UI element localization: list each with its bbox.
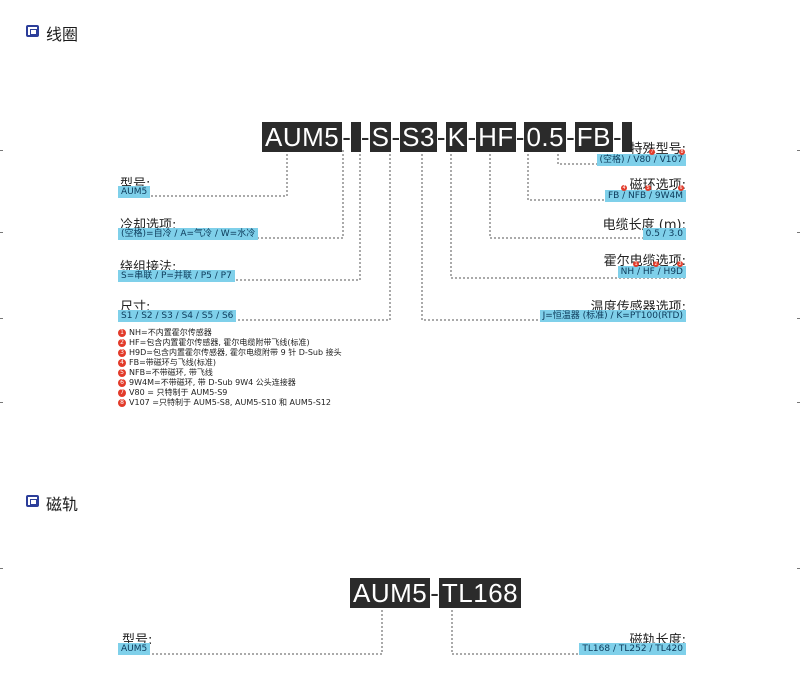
- track-field-value-model: AUM5: [118, 643, 151, 655]
- note-text: V107 =只特制于 AUM5-S8, AUM5-S10 和 AUM5-S12: [129, 398, 332, 407]
- marker-2: 2: [653, 261, 659, 267]
- note-number: 8: [118, 398, 126, 407]
- field-value-size: S1 / S2 / S3 / S4 / S5 / S6: [118, 310, 237, 322]
- code-part-size: S3: [400, 122, 437, 152]
- note-number: 5: [118, 368, 126, 377]
- code-part-model: AUM5: [262, 122, 343, 152]
- note-number: 4: [118, 358, 126, 367]
- note-text: H9D=包含内置霍尔传感器, 霍尔电缆附带 9 针 D-Sub 接头: [129, 348, 342, 357]
- field-value-cooling: (空格)=自冷 / A=气冷 / W=水冷: [118, 228, 259, 240]
- edge-tick: [797, 568, 800, 569]
- note-number: 3: [118, 348, 126, 357]
- coil-icon: [26, 25, 39, 37]
- code-part-hall-cable: HF: [476, 122, 516, 152]
- field-label-hall-cable: 霍尔电缆选项:: [603, 254, 686, 269]
- field-value-temp-sensor: J=恒温器 (标准) / K=PT100(RTD): [539, 310, 686, 322]
- code-separator: -: [360, 122, 370, 152]
- marker-6: 6: [678, 185, 684, 191]
- note-text: 9W4M=不带磁环, 带 D-Sub 9W4 公头连接器: [129, 378, 296, 387]
- coil-section-title: 线圈: [46, 25, 79, 44]
- edge-tick: [797, 402, 800, 403]
- edge-tick: [0, 318, 3, 319]
- code-separator: -: [566, 122, 575, 152]
- edge-tick: [797, 318, 800, 319]
- track-icon: [26, 495, 39, 507]
- code-separator: -: [391, 122, 401, 152]
- edge-tick: [0, 402, 3, 403]
- marker-1: 1: [633, 261, 639, 267]
- note-number: 2: [118, 338, 126, 347]
- note-number: 7: [118, 388, 126, 397]
- code-separator: -: [430, 578, 439, 608]
- note-text: FB=带磁环与飞线(标准): [129, 358, 217, 367]
- field-value-ferrite: FB / NFB / 9W4M: [604, 190, 686, 202]
- track-model-code: AUM5 - TL168: [350, 578, 522, 608]
- code-separator: -: [515, 122, 525, 152]
- code-part-cooling: [350, 122, 361, 152]
- field-value-winding: S=串联 / P=并联 / P5 / P7: [118, 270, 235, 282]
- code-part-winding: S: [369, 122, 392, 152]
- marker-8: 8: [679, 149, 685, 155]
- field-value-hall-cable: NH / HF / H9D: [617, 266, 686, 278]
- code-separator: -: [613, 122, 622, 152]
- field-value-special: (空格) / V80 / V107: [596, 154, 686, 166]
- field-label-ferrite: 磁环选项:: [629, 178, 686, 193]
- edge-tick: [797, 232, 800, 233]
- note-text: V80 = 只特制于 AUM5-S9: [129, 388, 228, 397]
- code-separator: -: [436, 122, 446, 152]
- track-section-title: 磁轨: [46, 495, 79, 514]
- code-part-special: [621, 122, 632, 152]
- note-text: NFB=不带磁环, 带飞线: [129, 368, 213, 377]
- edge-tick: [0, 568, 3, 569]
- field-value-cable-length: 0.5 / 3.0: [642, 228, 686, 240]
- marker-3: 3: [677, 261, 683, 267]
- edge-tick: [0, 232, 3, 233]
- code-separator: -: [467, 122, 477, 152]
- note-text: NH=不内置霍尔传感器: [129, 328, 212, 337]
- coil-model-code: AUM5 - - S - S3 - K - HF - 0.5 - FB -: [262, 122, 632, 152]
- code-part-temp-sensor: K: [445, 122, 468, 152]
- field-label-special: 特殊型号:: [629, 142, 686, 157]
- marker-7: 7: [649, 149, 655, 155]
- edge-tick: [797, 150, 800, 151]
- marker-5: 5: [645, 185, 651, 191]
- code-separator: -: [342, 122, 351, 152]
- note-number: 1: [118, 328, 126, 337]
- note-number: 6: [118, 378, 126, 387]
- track-code-part-length: TL168: [438, 578, 522, 608]
- field-value-model: AUM5: [118, 186, 151, 198]
- code-part-cable-length: 0.5: [524, 122, 567, 152]
- edge-tick: [0, 150, 3, 151]
- note-text: HF=包含内置霍尔传感器, 霍尔电缆附带飞线(标准): [129, 338, 310, 347]
- marker-4: 4: [621, 185, 627, 191]
- code-part-ferrite: FB: [574, 122, 614, 152]
- track-field-value-length: TL168 / TL252 / TL420: [579, 643, 686, 655]
- track-code-part-model: AUM5: [350, 578, 431, 608]
